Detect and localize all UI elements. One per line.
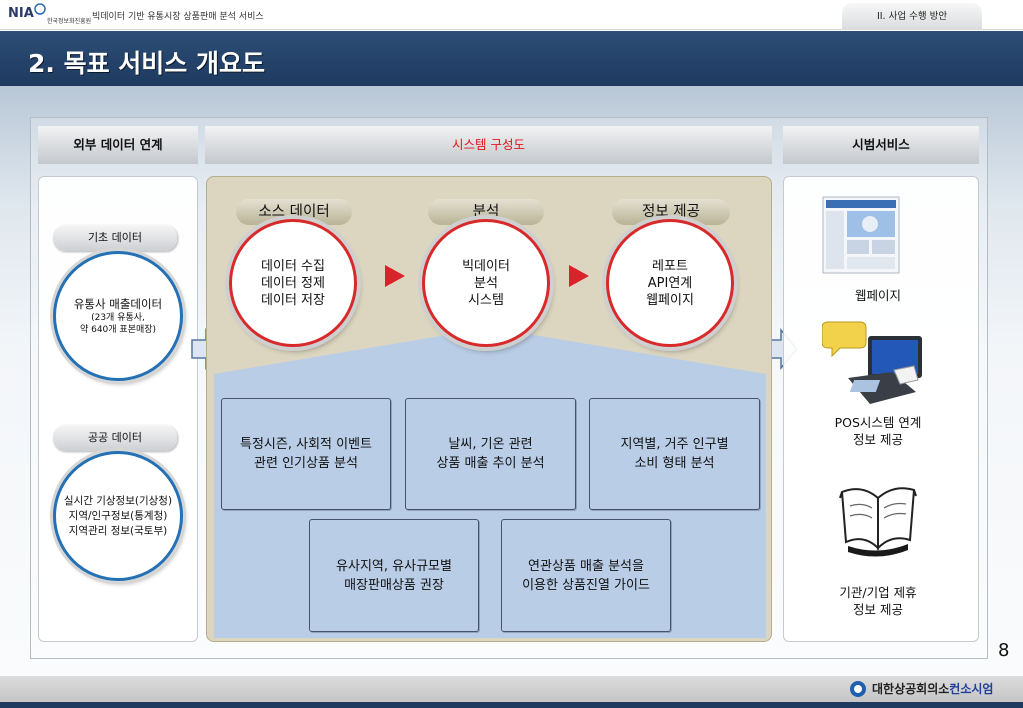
pos-label-line1: POS시스템 연계	[834, 415, 922, 430]
analysis-similar-line1: 유사지역, 유사규모별	[336, 558, 452, 574]
webpage-label: 웹페이지	[854, 288, 901, 303]
footer-organization: 대한상공회의소컨소시엄	[872, 680, 993, 697]
public-data-line1: 실시간 기상정보(기상청)	[63, 494, 173, 507]
nia-logo: NIA	[8, 6, 34, 21]
org-label-line1: 기관/기업 제휴	[839, 585, 917, 600]
analysis-similar-line2: 매장판매상품 권장	[344, 577, 444, 593]
analysis-box-related-product: 연관상품 매출 분석을 이용한 상품진열 가이드	[501, 519, 671, 632]
analysis-related-line2: 이용한 상품진열 가이드	[522, 577, 650, 593]
stage-source-line2: 데이터 정제	[261, 275, 325, 291]
footer-org-b: 컨소시엄	[949, 682, 994, 696]
public-data-line2: 지역/인구정보(통계청)	[68, 509, 168, 522]
analysis-weather-line1: 날씨, 기온 관련	[448, 437, 533, 452]
stage-circle-info: 레포트 API연계 웹페이지	[606, 219, 734, 347]
analysis-related-line1: 연관상품 매출 분석을	[528, 558, 644, 574]
stage-source-line3: 데이터 저장	[261, 292, 325, 308]
public-data-label: 공공 데이터	[53, 425, 177, 451]
pilot-service-panel	[783, 176, 979, 642]
analysis-region-line2: 소비 형태 분석	[634, 456, 715, 471]
title-bar	[0, 31, 1023, 86]
analysis-box-region: 지역별, 거주 인구별 소비 형태 분석	[589, 398, 760, 510]
analysis-region-line1: 지역별, 거주 인구별	[620, 437, 729, 452]
public-data-circle: 실시간 기상정보(기상청) 지역/인구정보(통계청) 지역관리 정보(국토부)	[53, 451, 183, 581]
basic-data-label: 기초 데이터	[53, 225, 177, 251]
red-arrow-icon	[569, 265, 589, 287]
pilot-service-header: 시범서비스	[783, 126, 979, 164]
footer-org-a: 대한상공회의소	[872, 682, 950, 696]
page-number: 8	[998, 640, 1010, 661]
logo-subtitle: 한국정보화진흥원	[47, 18, 92, 25]
basic-data-sub1: (23개 유통사,	[91, 312, 145, 323]
analysis-funnel	[214, 330, 766, 382]
analysis-weather-line2: 상품 매출 추이 분석	[436, 456, 545, 471]
stage-source-line1: 데이터 수집	[261, 258, 325, 274]
public-data-line3: 지역관리 정보(국토부)	[68, 524, 168, 537]
stage-circle-analysis: 빅데이터 분석 시스템	[422, 219, 550, 347]
footer-line	[0, 702, 1023, 708]
analysis-box-season: 특정시즌, 사회적 이벤트 관련 인기상품 분석	[221, 398, 391, 510]
external-data-header: 외부 데이터 연계	[38, 126, 198, 164]
page-title: 2. 목표 서비스 개요도	[28, 49, 266, 78]
analysis-season-line1: 특정시즌, 사회적 이벤트	[240, 437, 372, 452]
document-title: 빅데이터 기반 유통시장 상품판매 분석 서비스	[92, 12, 264, 22]
chamber-logo-icon	[850, 681, 866, 697]
basic-data-main: 유통사 매출데이터	[73, 296, 163, 311]
pos-label-line2: 정보 제공	[853, 432, 903, 447]
stage-analysis-line1: 빅데이터	[462, 258, 510, 274]
system-diagram-header: 시스템 구성도	[205, 126, 772, 164]
red-arrow-icon	[385, 265, 405, 287]
pos-terminal-icon	[822, 321, 922, 404]
stage-analysis-line2: 분석	[474, 275, 498, 291]
basic-data-circle: 유통사 매출데이터 (23개 유통사, 약 640개 표본매장)	[53, 251, 183, 381]
stage-analysis-line3: 시스템	[468, 292, 504, 308]
stage-info-line1: 레포트	[652, 258, 688, 274]
analysis-season-line2: 관련 인기상품 분석	[254, 456, 358, 471]
stage-circle-source: 데이터 수집 데이터 정제 데이터 저장	[229, 219, 357, 347]
stage-info-line3: 웹페이지	[646, 292, 694, 308]
section-tab[interactable]: II. 사업 수행 방안	[842, 3, 982, 30]
basic-data-sub2: 약 640개 표본매장)	[79, 324, 157, 335]
org-label-line2: 정보 제공	[853, 602, 903, 617]
analysis-box-weather: 날씨, 기온 관련 상품 매출 추이 분석	[405, 398, 576, 510]
analysis-box-similar-store: 유사지역, 유사규모별 매장판매상품 권장	[309, 519, 479, 632]
logo-swoosh-icon	[34, 3, 46, 15]
stage-info-line2: API연계	[647, 275, 693, 291]
open-book-icon	[839, 487, 917, 557]
webpage-screenshot-icon	[822, 196, 900, 274]
